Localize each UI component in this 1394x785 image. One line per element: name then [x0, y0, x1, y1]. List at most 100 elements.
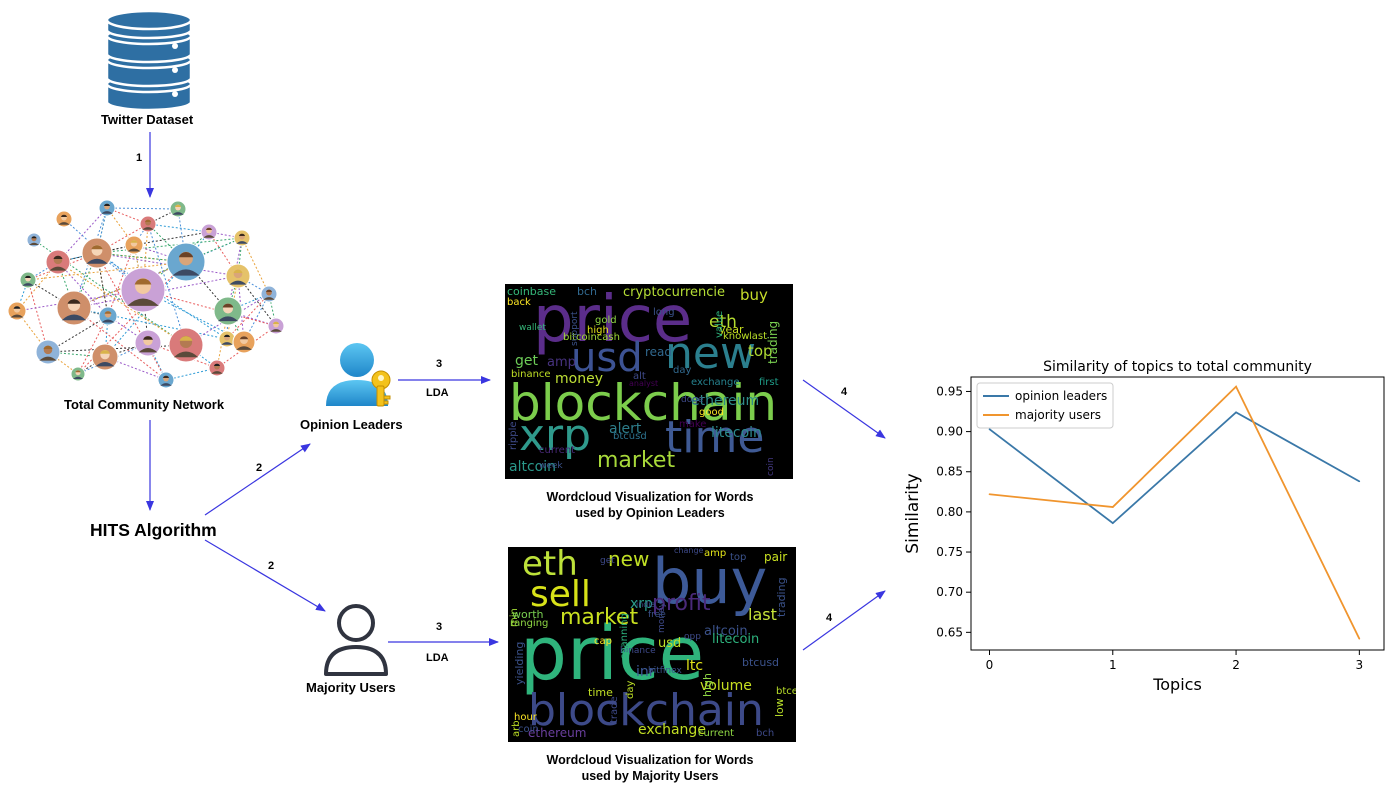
arrow-hits-to-majority — [204, 539, 326, 612]
wordcloud-word: bitfinex — [648, 666, 682, 676]
wordcloud-word: coin — [766, 457, 776, 476]
wordcloud-word: litecoin — [712, 632, 760, 647]
wordcloud-word: ethereum — [691, 393, 760, 409]
wordcloud-word: usd — [571, 335, 643, 381]
wordcloud-word: ethereum — [528, 726, 587, 740]
wordcloud-word: trading — [766, 320, 780, 364]
hits-algorithm-label: HITS Algorithm — [90, 520, 217, 540]
wordcloud-word: support — [570, 311, 580, 346]
opinion-leaders-label: Opinion Leaders — [300, 417, 403, 432]
wordcloud-word: btce — [776, 686, 796, 697]
wordcloud-word: spanning — [619, 613, 630, 659]
leaders-caption-line-1: Wordcloud Visualization for Words — [546, 490, 754, 504]
arrow-leaders-cloud-to-chart — [802, 379, 886, 439]
wordcloud-word: read — [645, 345, 673, 359]
wordcloud-word: trade — [609, 696, 620, 723]
wordcloud-word: opp — [684, 632, 701, 642]
wordcloud-word: new — [608, 547, 650, 571]
wordcloud-word: market — [597, 448, 676, 473]
wordcloud-word: change — [674, 547, 704, 555]
arrow-majority-cloud-to-chart — [802, 590, 886, 651]
wordcloud-word: bch — [577, 285, 598, 298]
wordcloud-word: inr — [636, 664, 655, 680]
wordcloud-word: day — [673, 365, 692, 376]
wordcloud-word: day — [625, 680, 636, 699]
wordcloud-word: volume — [700, 678, 752, 694]
wordcloud-word: blockchain — [509, 374, 778, 432]
wordcloud-word: btcusd — [742, 656, 780, 669]
wordcloud-word: week — [539, 461, 563, 471]
wordcloud-word: price — [533, 284, 693, 357]
wordcloud-word: bitcoincash — [563, 332, 620, 343]
wordcloud-word: analyst — [629, 379, 659, 388]
wordcloud-word: gold — [595, 315, 617, 326]
wordcloud-word: make — [679, 419, 707, 430]
majority-caption-line-1: Wordcloud Visualization for Words — [546, 753, 754, 767]
lda-upper-label: LDA — [426, 387, 449, 399]
wordcloud-word: amp — [704, 548, 727, 559]
step-1-label: 1 — [136, 152, 143, 164]
wordcloud-word: get — [515, 353, 538, 369]
wordcloud-word: usd — [658, 636, 682, 651]
wordcloud-word: time — [588, 686, 613, 699]
wordcloud-word: high — [701, 673, 714, 697]
lda-lower-label: LDA — [426, 652, 449, 664]
step-3-upper-label: 3 — [436, 358, 443, 370]
wordcloud-word: buy — [652, 547, 768, 618]
wordcloud-word: long — [653, 307, 675, 318]
wordcloud-word: price — [520, 611, 705, 697]
majority-users-label: Majority Users — [306, 680, 396, 695]
wordcloud-word: new — [665, 328, 756, 379]
wordcloud-word: altcoin — [509, 459, 556, 475]
wordcloud-word: top — [730, 552, 747, 563]
wordcloud-word: time — [665, 412, 765, 463]
wordcloud-word: pair — [764, 550, 788, 564]
wordcloud-word: ripple — [508, 421, 519, 450]
wordcloud-word: exchange — [638, 722, 706, 738]
wordcloud-word: top — [748, 342, 773, 360]
wordcloud-word: hour — [514, 712, 537, 723]
wordcloud-word: amp — [547, 355, 576, 370]
wordcloud-word: year — [719, 323, 744, 336]
total-community-label: Total Community Network — [64, 397, 225, 412]
step-4-lower-label: 4 — [826, 612, 833, 624]
wordcloud-word: eth — [522, 547, 578, 584]
majority-caption-line-2: used by Majority Users — [581, 769, 719, 783]
wordcloud-word: india — [636, 600, 656, 609]
step-2-upper-label: 2 — [256, 462, 263, 474]
twitter-dataset-label: Twitter Dataset — [101, 112, 194, 127]
wordcloud-word: litecoin — [711, 425, 762, 441]
wordcloud-word: money — [555, 371, 603, 387]
wordcloud-word: xrp — [630, 596, 653, 612]
wordcloud-word: last — [748, 605, 777, 624]
step-2-lower-label: 2 — [268, 560, 275, 572]
wordcloud-word: coin — [518, 724, 539, 735]
wordcloud-word: yielding — [513, 641, 526, 685]
wordcloud-word: xrp — [519, 410, 592, 461]
wordcloud-word: alt — [633, 371, 646, 382]
wordcloud-word: trading — [775, 577, 788, 617]
wordcloud-word: ranging — [510, 618, 549, 629]
wordcloud-word: worth — [512, 608, 544, 621]
wordcloud-word: market — [560, 605, 639, 630]
wordcloud-word: eth — [709, 312, 737, 332]
wordcloud-word: altcoin — [704, 624, 748, 639]
wordcloud-word: current — [539, 445, 576, 456]
wordcloud-word: back — [507, 297, 531, 308]
wordcloud-word: value — [714, 310, 725, 338]
wordcloud-word: cap — [594, 636, 612, 647]
step-3-lower-label: 3 — [436, 621, 443, 633]
wordcloud-word: alert — [609, 421, 642, 437]
wordcloud-word: coinbase — [507, 285, 557, 298]
leaders-caption-line-2: used by Opinion Leaders — [575, 506, 725, 520]
wordcloud-word: profit — [652, 591, 711, 616]
wordcloud-word: binance — [620, 646, 656, 656]
wordcloud-word: doge — [681, 395, 704, 405]
wordcloud-word: get — [600, 556, 615, 566]
wordcloud-word: binance — [511, 369, 551, 380]
wordcloud-word: ltc — [686, 658, 704, 674]
wordcloud-word: btcusd — [613, 431, 647, 442]
leaders-wordcloud-caption: Wordcloud Visualization for Words used b… — [500, 489, 800, 521]
